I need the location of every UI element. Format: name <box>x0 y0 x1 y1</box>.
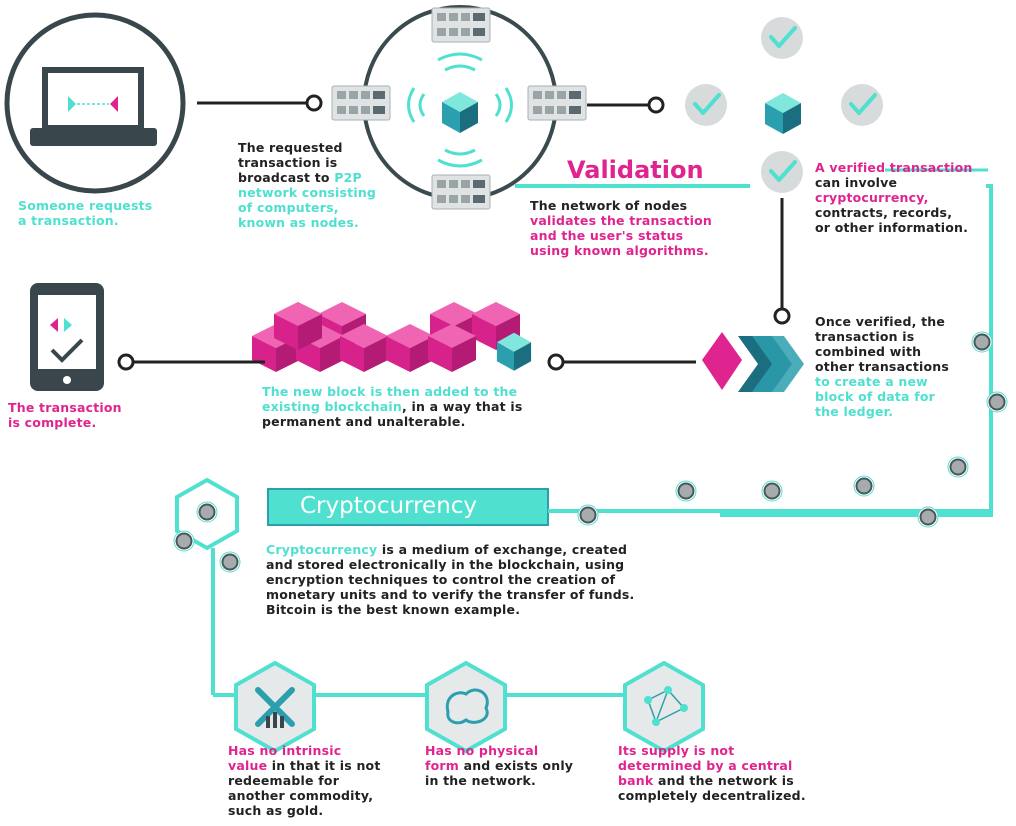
feature-0-line-3: redeemable for <box>228 773 340 788</box>
no-form-icon <box>425 660 507 754</box>
feature-0-line-2: value in that it is not <box>228 758 381 773</box>
crypto-line-2: and stored electronically in the blockch… <box>266 557 625 572</box>
broadcast-p2p: P2P <box>334 170 362 185</box>
feature-0-line-4: another commodity, <box>228 788 374 803</box>
crypto-line-4: monetary units and to verify the transfe… <box>266 587 635 602</box>
verified-line-5: or other information. <box>815 220 969 235</box>
validation-line-4: using known algorithms. <box>530 243 709 258</box>
verified-line-4: contracts, records, <box>815 205 953 220</box>
request-text: Someone requests a transaction. <box>18 198 152 228</box>
laptop-icon <box>4 12 186 194</box>
combined-line-3: combined with <box>815 344 922 359</box>
feature-2-line-1: Its supply is not <box>618 743 735 758</box>
request-line-1: Someone requests <box>18 198 153 213</box>
crypto-title: Cryptocurrency <box>300 493 478 519</box>
feature-0-line-2a: value <box>228 758 268 773</box>
block-line-2a: existing blockchain <box>262 399 402 414</box>
verified-line-3: cryptocurrency, <box>815 190 929 205</box>
feature-1-line-1: Has no physical <box>425 743 539 758</box>
feature-2-line-4: completely decentralized. <box>618 788 806 803</box>
combined-line-1: Once verified, the <box>815 314 946 329</box>
crypto-line-1: Cryptocurrency is a medium of exchange, … <box>266 542 634 557</box>
block-line-1: The new block is then added to the <box>262 384 518 399</box>
feature-0-line-1: Has no intrinsic <box>228 743 342 758</box>
request-line-2: a transaction. <box>18 213 119 228</box>
block-line-2: existing blockchain, in a way that is <box>262 399 522 414</box>
broadcast-line-3a: broadcast to <box>238 170 335 185</box>
broadcast-line-6: known as nodes. <box>238 215 359 230</box>
combined-line-6: block of data for <box>815 389 936 404</box>
block-text: The new block is then added to the exist… <box>262 384 522 429</box>
feature-0-line-5: such as gold. <box>228 803 324 818</box>
feature-no-value-text: Has no intrinsic value in that it is not… <box>228 743 381 818</box>
verified-line-1: A verified transaction <box>815 160 973 175</box>
validation-text: The network of nodes validates the trans… <box>530 198 712 258</box>
combined-line-7: the ledger. <box>815 404 894 419</box>
feature-0-line-2b: in that it is not <box>267 758 381 773</box>
feature-1-line-2: form and exists only <box>425 758 573 773</box>
validation-line-3: and the user's status <box>530 228 684 243</box>
combined-line-4: other transactions <box>815 359 950 374</box>
combined-line-5: to create a new <box>815 374 928 389</box>
broadcast-line-4: network consisting <box>238 185 377 200</box>
feature-1-line-2b: and exists only <box>459 758 574 773</box>
feature-supply-text: Its supply is not determined by a centra… <box>618 743 806 803</box>
broadcast-line-2: transaction is <box>238 155 338 170</box>
feature-1-line-3: in the network. <box>425 773 536 788</box>
complete-line-1: The transaction <box>8 400 122 415</box>
crypto-line-1a: Cryptocurrency <box>266 542 378 557</box>
feature-1-line-2a: form <box>425 758 460 773</box>
complete-text: The transaction is complete. <box>8 400 122 430</box>
crypto-hexagon-icon <box>175 477 239 551</box>
network-icon <box>623 660 705 754</box>
broadcast-line-1: The requested <box>238 140 343 155</box>
verified-line-2: can involve <box>815 175 898 190</box>
complete-line-2: is complete. <box>8 415 97 430</box>
validation-line-1: The network of nodes <box>530 198 688 213</box>
p2p-network-icon <box>331 5 587 210</box>
broadcast-line-3: broadcast to P2P <box>238 170 376 185</box>
blockchain-cubes-icon <box>252 302 532 372</box>
crypto-line-5: Bitcoin is the best known example. <box>266 602 521 617</box>
broadcast-text: The requested transaction is broadcast t… <box>238 140 376 230</box>
feature-2-line-3a: bank <box>618 773 654 788</box>
block-line-3: permanent and unalterable. <box>262 414 466 429</box>
crypto-line-3: encryption techniques to control the cre… <box>266 572 616 587</box>
feature-2-line-3: bank and the network is <box>618 773 806 788</box>
validation-line-2: validates the transaction <box>530 213 712 228</box>
broadcast-line-5: of computers, <box>238 200 339 215</box>
feature-2-line-3b: and the network is <box>653 773 794 788</box>
crypto-line-1b: is a medium of exchange, created <box>377 542 628 557</box>
validation-title: Validation <box>567 156 704 184</box>
combined-text: Once verified, the transaction is combin… <box>815 314 949 419</box>
combine-block-icon <box>702 332 804 392</box>
no-value-icon <box>234 660 316 754</box>
phone-icon <box>30 283 104 391</box>
feature-2-line-2: determined by a central <box>618 758 793 773</box>
crypto-description: Cryptocurrency is a medium of exchange, … <box>266 542 634 617</box>
feature-no-form-text: Has no physical form and exists only in … <box>425 743 573 788</box>
verified-text: A verified transaction can involve crypt… <box>815 160 973 235</box>
combined-line-2: transaction is <box>815 329 915 344</box>
block-line-2b: , in a way that is <box>402 399 523 414</box>
